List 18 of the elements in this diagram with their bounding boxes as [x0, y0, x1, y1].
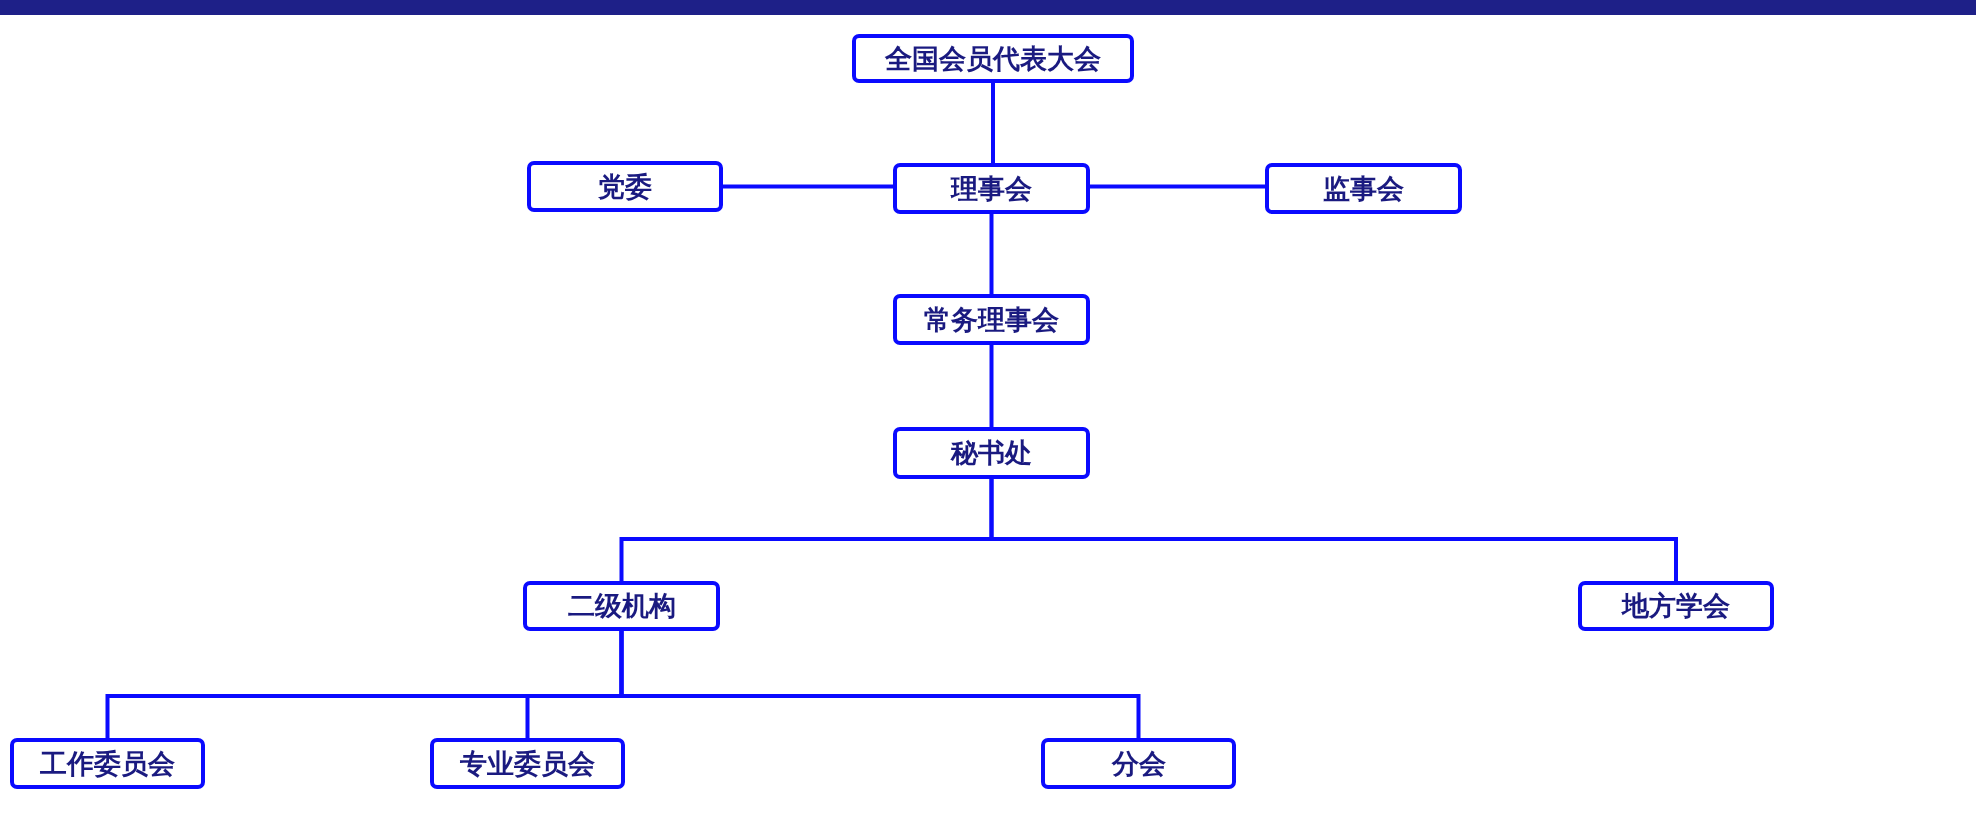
org-box: 党委 [527, 161, 723, 212]
connector-line [723, 184, 893, 189]
org-box: 地方学会 [1578, 581, 1774, 631]
connector-line [989, 214, 994, 294]
connector-line [619, 631, 1141, 738]
org-box: 理事会 [893, 163, 1090, 214]
org-box: 全国会员代表大会 [852, 34, 1134, 83]
org-box: 工作委员会 [10, 738, 205, 789]
org-box: 分会 [1041, 738, 1236, 789]
connector-line [991, 83, 995, 163]
org-box: 常务理事会 [893, 294, 1090, 345]
connector-line [989, 479, 1678, 581]
org-box: 秘书处 [893, 427, 1090, 479]
org-box: 专业委员会 [430, 738, 625, 789]
connector-line [1090, 184, 1265, 189]
org-box: 二级机构 [523, 581, 720, 631]
connector-line [989, 345, 994, 427]
org-box: 监事会 [1265, 163, 1462, 214]
